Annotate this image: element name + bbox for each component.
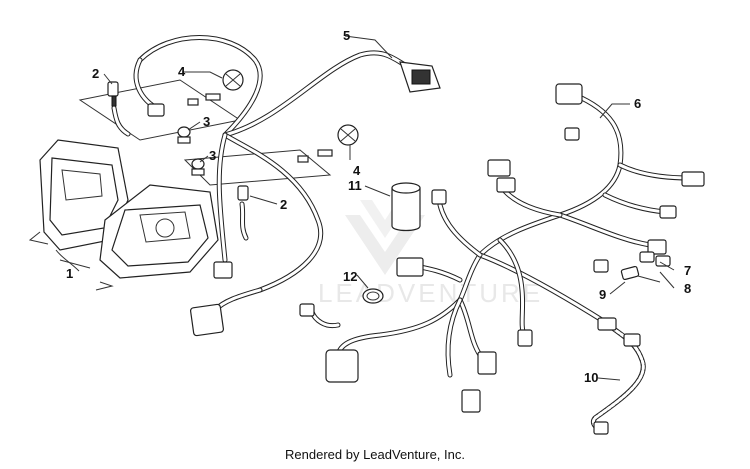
bulb-socket-right [237, 185, 249, 241]
footer-credit: Rendered by LeadVenture, Inc. [285, 447, 465, 462]
callout-2-upper: 2 [92, 66, 99, 81]
harness-sleeve [391, 182, 421, 232]
watermark-text: LEADVENTURE [318, 278, 543, 308]
adjuster-upper [187, 69, 244, 106]
headlight-assembly [28, 139, 219, 291]
callout-8: 8 [684, 281, 691, 296]
callout-3-lower: 3 [209, 148, 216, 163]
fuse-holder [620, 251, 671, 283]
bulb-upper [177, 126, 191, 144]
sensor-harness [590, 317, 646, 435]
bulb-socket-left [107, 81, 131, 137]
callout-5: 5 [343, 28, 350, 43]
callout-9: 9 [599, 287, 606, 302]
callout-4-upper: 4 [178, 64, 186, 79]
callout-7: 7 [684, 263, 691, 278]
callout-1: 1 [66, 266, 73, 281]
callout-4-lower: 4 [353, 163, 361, 178]
callout-11: 11 [348, 178, 362, 193]
hose-clamp [362, 288, 384, 304]
callout-3-upper: 3 [203, 114, 210, 129]
callout-6: 6 [634, 96, 641, 111]
callout-10: 10 [584, 370, 598, 385]
adjuster-lower [297, 124, 359, 163]
main-wiring-harness [299, 83, 705, 413]
headlight-harness [133, 35, 441, 337]
callout-2-lower: 2 [280, 197, 287, 212]
callout-leaders [55, 35, 675, 381]
bulb-lower [191, 158, 205, 176]
callout-12: 12 [343, 269, 357, 284]
